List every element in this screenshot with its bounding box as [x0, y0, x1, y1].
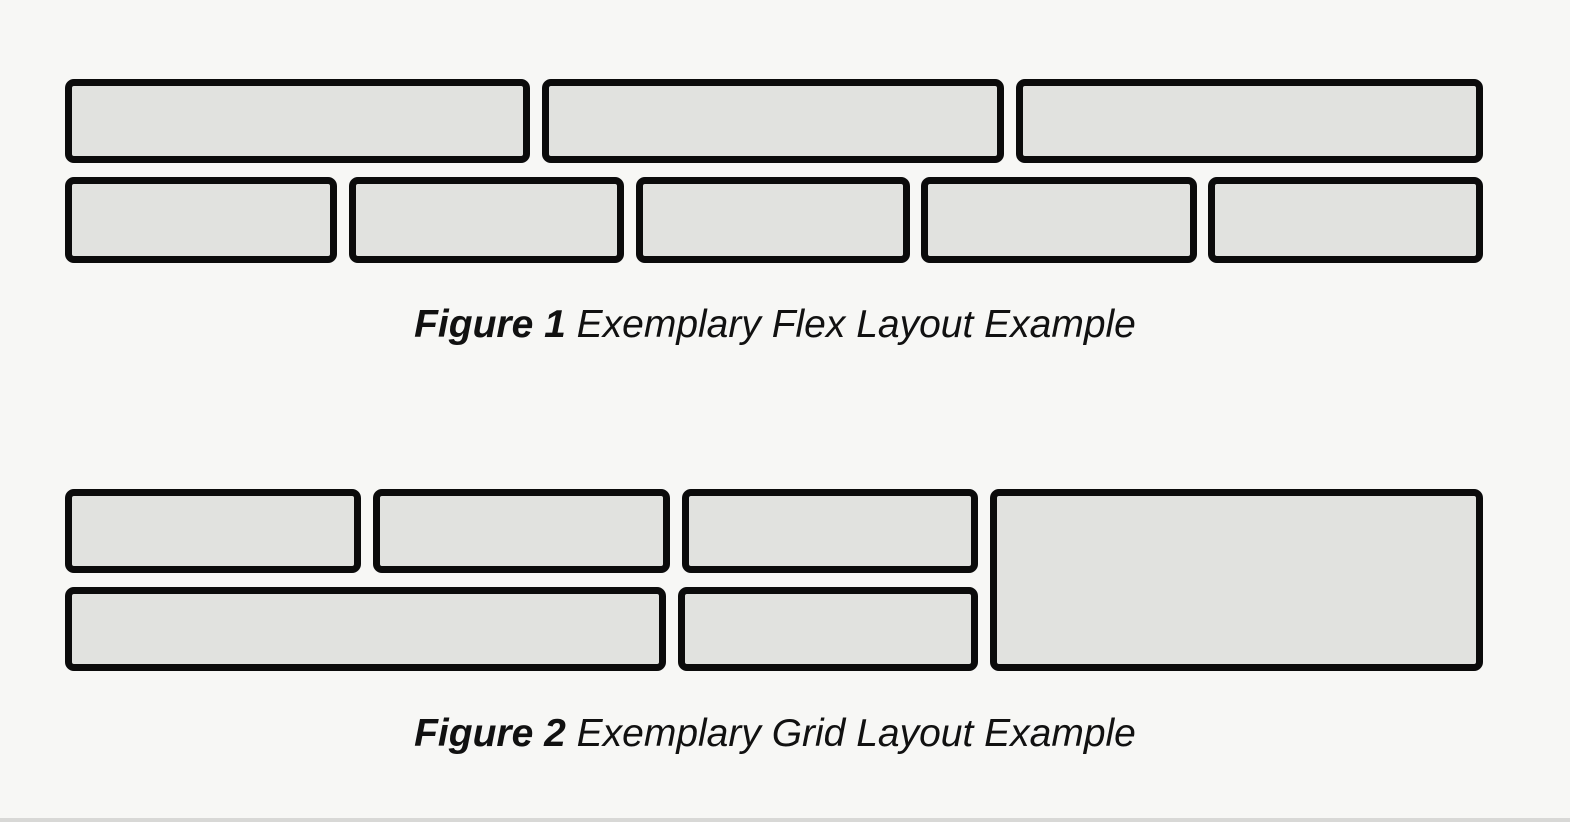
bottom-divider [0, 818, 1570, 822]
figure-2-label: Figure 2 [414, 712, 566, 755]
flex-box-row2-2 [349, 177, 624, 263]
flex-box-row2-4 [921, 177, 1197, 263]
flex-box-row2-5 [1208, 177, 1483, 263]
grid-box-tall [990, 489, 1483, 671]
figure-1-title: Exemplary Flex Layout Example [576, 303, 1136, 346]
flex-box-row1-3 [1016, 79, 1483, 163]
flex-box-row1-2 [542, 79, 1004, 163]
figure-2-caption: Figure 2 Exemplary Grid Layout Example [0, 712, 1550, 756]
figure-1-label: Figure 1 [414, 303, 566, 346]
grid-box-row2-2 [678, 587, 978, 671]
grid-box-row2-1 [65, 587, 666, 671]
grid-box-row1-1 [65, 489, 361, 573]
grid-box-row1-2 [373, 489, 670, 573]
grid-box-row1-3 [682, 489, 978, 573]
flex-box-row2-3 [636, 177, 910, 263]
flex-box-row1-1 [65, 79, 530, 163]
flex-box-row2-1 [65, 177, 337, 263]
figure-2-title: Exemplary Grid Layout Example [576, 712, 1136, 755]
figure-1-caption: Figure 1 Exemplary Flex Layout Example [0, 303, 1550, 347]
